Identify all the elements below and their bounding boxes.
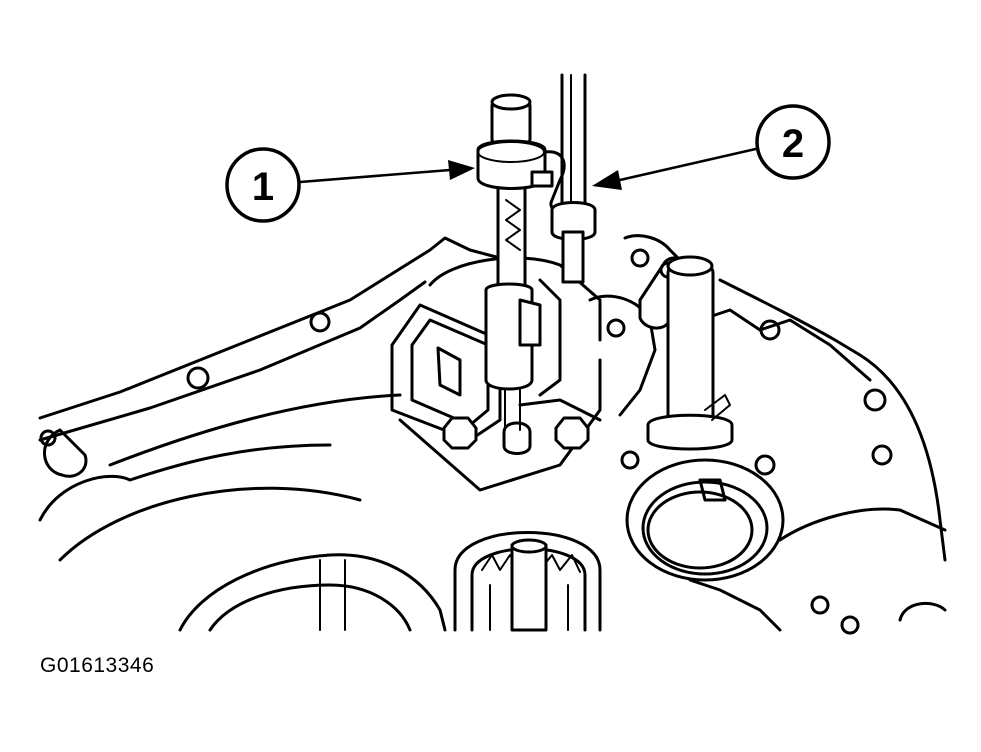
shift-cable bbox=[550, 73, 597, 284]
callout-2-number: 2 bbox=[782, 122, 804, 166]
detent-lever bbox=[638, 255, 734, 451]
splined-bore-center bbox=[453, 531, 602, 632]
bolt-holes bbox=[39, 248, 893, 635]
callout-1-leader bbox=[299, 168, 451, 184]
callout-1-arrowhead bbox=[448, 160, 475, 180]
callout-2: 2 bbox=[592, 104, 831, 190]
callout-1-number: 1 bbox=[252, 165, 274, 209]
callout-1-circle bbox=[225, 147, 301, 223]
callout-2-leader bbox=[619, 146, 761, 182]
callout-2-arrowhead bbox=[592, 170, 622, 190]
bearing-bore-right bbox=[625, 458, 785, 582]
bracket-bolts bbox=[442, 416, 590, 455]
transmission-case bbox=[38, 234, 947, 632]
callout-1: 1 bbox=[225, 147, 475, 223]
selector-shaft bbox=[484, 93, 542, 431]
callout-2-circle bbox=[755, 104, 831, 180]
retaining-clip bbox=[476, 139, 566, 211]
figure-id-code: G01613346 bbox=[40, 654, 155, 677]
